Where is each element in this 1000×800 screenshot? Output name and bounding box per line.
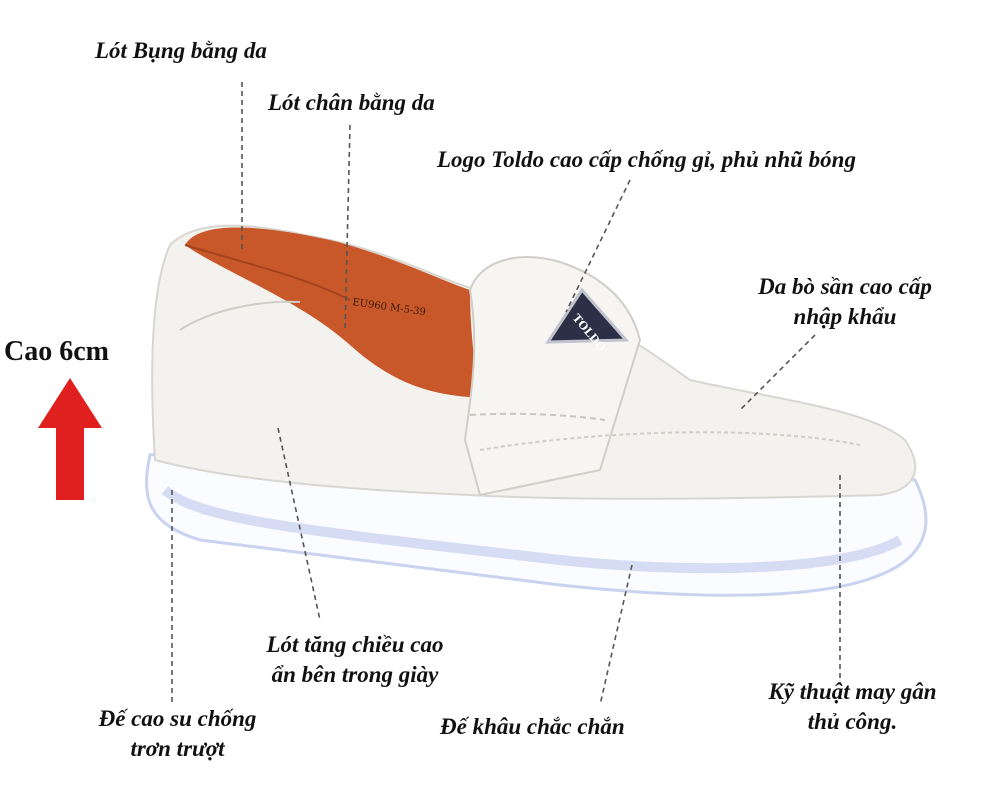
callout-leather-line1: Da bò sần cao cấp — [758, 274, 932, 299]
callout-lining-belly: Lót Bụng bằng da — [95, 38, 267, 63]
callout-hand-stitch: Kỹ thuật may gân thủ công. — [740, 677, 965, 737]
callout-rubber-sole-line2: trơn trượt — [130, 736, 225, 761]
callout-leather: Da bò sần cao cấp nhập khẩu — [740, 272, 950, 332]
callout-stitched-sole: Đế khâu chắc chắn — [440, 714, 625, 739]
callout-rubber-sole-line1: Đế cao su chống — [98, 706, 257, 731]
callout-hand-stitch-line2: thủ công. — [807, 709, 898, 734]
callout-logo: Logo Toldo cao cấp chống gỉ, phủ nhũ bón… — [437, 147, 856, 172]
sole-edge — [161, 486, 903, 574]
callout-hidden-lift-line2: ẩn bên trong giày — [271, 662, 439, 687]
callout-hidden-lift-line1: Lót tăng chiều cao — [266, 632, 444, 657]
lining — [185, 227, 480, 398]
height-arrow-icon — [38, 378, 102, 500]
height-label: Cao 6cm — [4, 336, 109, 367]
logo-plate — [545, 287, 630, 344]
callout-rubber-sole: Đế cao su chống trơn trượt — [70, 704, 285, 764]
callout-hand-stitch-line1: Kỹ thuật may gân — [768, 679, 937, 704]
callout-insole: Lót chân bằng da — [268, 90, 435, 115]
leader-lines — [171, 82, 841, 706]
callout-hidden-lift: Lót tăng chiều cao ẩn bên trong giày — [235, 630, 475, 690]
callout-leather-line2: nhập khẩu — [793, 304, 897, 329]
